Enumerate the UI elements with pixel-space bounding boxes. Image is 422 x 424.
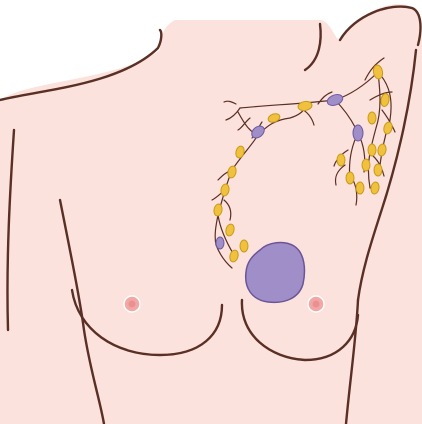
lymph-node: [374, 164, 382, 176]
lymph-node: [240, 240, 248, 252]
lymph-node: [362, 159, 370, 171]
affected-lymph-node: [353, 125, 363, 141]
lymph-node: [368, 144, 376, 156]
lymph-node: [368, 112, 376, 124]
lymph-node: [356, 182, 364, 194]
lymph-node: [337, 154, 345, 166]
left-nipple: [124, 296, 140, 312]
lymph-node: [346, 172, 354, 184]
affected-lymph-node: [216, 237, 224, 249]
right-nipple: [308, 296, 324, 312]
